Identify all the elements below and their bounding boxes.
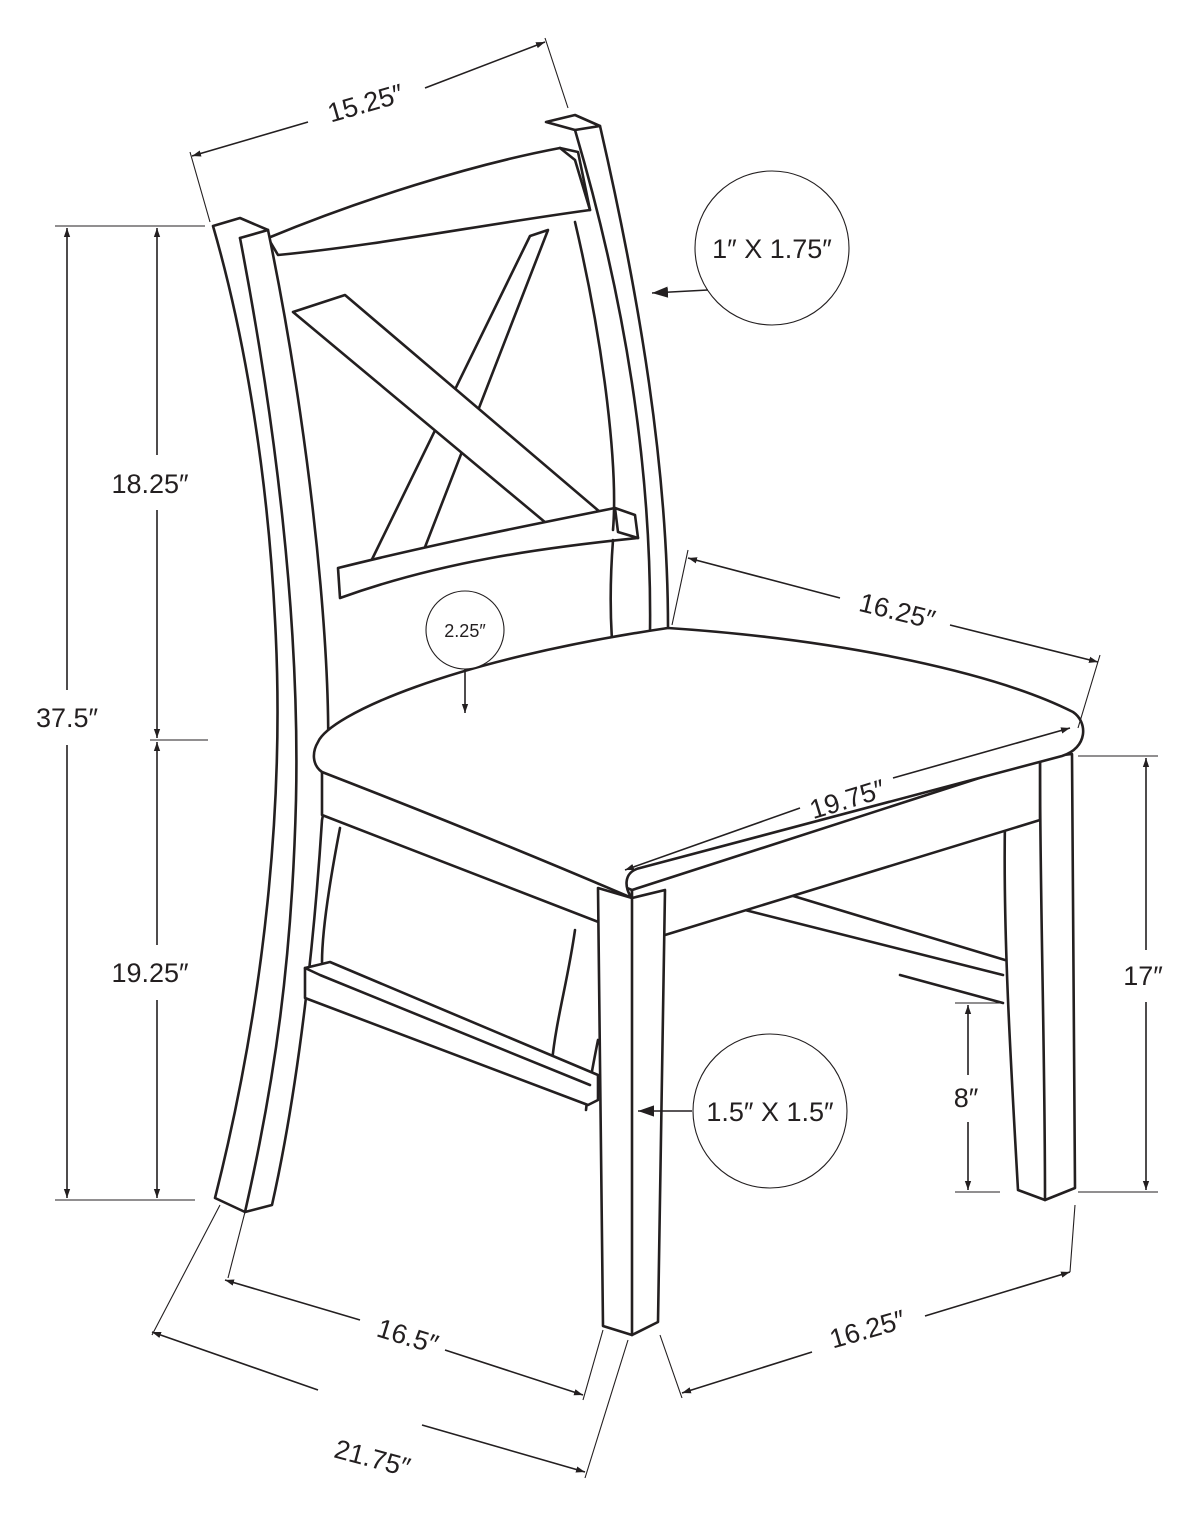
left-back-post [211, 216, 330, 1214]
label-back-height: 18.25″ [111, 469, 189, 499]
label-base-depth: 16.25″ [826, 1304, 909, 1354]
label-overall-depth: 21.75″ [331, 1434, 414, 1483]
label-total-height: 37.5″ [36, 703, 99, 733]
chair-drawing [211, 113, 1085, 1337]
top-back-rail [266, 146, 592, 257]
label-stretcher-height: 8″ [954, 1083, 979, 1113]
right-side-stretcher [743, 893, 1007, 1005]
label-seat-to-floor: 19.25″ [111, 958, 189, 988]
label-back-post-size: 1″ X 1.75″ [712, 234, 832, 264]
right-back-leg [1003, 752, 1077, 1202]
label-seat-thickness: 2.25″ [444, 621, 486, 641]
label-seat-height: 17″ [1123, 961, 1163, 991]
label-leg-size: 1.5″ X 1.5″ [706, 1097, 834, 1127]
label-seat-depth: 16.25″ [856, 587, 939, 635]
label-back-width: 15.25″ [324, 78, 407, 128]
callout-leg [638, 1033, 848, 1189]
dimension-lines [55, 37, 1158, 1479]
label-base-width: 16.5″ [374, 1313, 443, 1360]
left-side-stretcher [303, 960, 600, 1107]
callout-back-post [651, 170, 850, 326]
seat-cushion [312, 626, 1085, 900]
callout-seat-thickness [425, 590, 505, 713]
